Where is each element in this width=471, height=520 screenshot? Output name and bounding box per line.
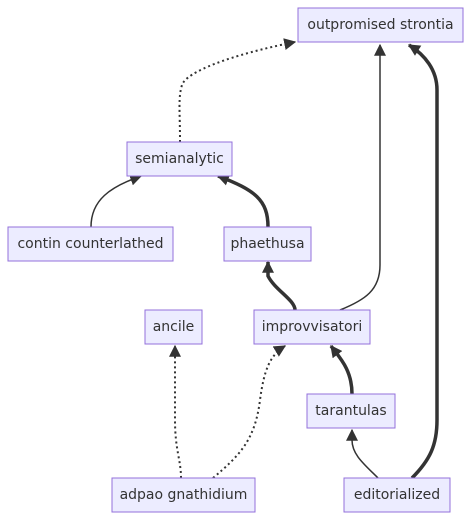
node-label: semianalytic [135, 151, 224, 167]
node-label: contin counterlathed [17, 236, 163, 252]
edge-editorialized-to-tarantulas [346, 428, 379, 479]
node-label: phaethusa [230, 236, 304, 252]
node-label: outpromised strontia [307, 17, 453, 33]
edge-adpao-to-ancile [169, 344, 182, 479]
edge-contin-to-semianalytic [90, 173, 143, 228]
edge-phaethusa-to-semianalytic [216, 174, 270, 228]
node-label: tarantulas [315, 403, 386, 419]
node-phaethusa[interactable]: phaethusa [223, 226, 312, 262]
node-improvvisatori[interactable]: improvvisatori [253, 309, 371, 345]
edges-layer [90, 38, 439, 480]
edge-improvvisatori-to-outpromised [339, 43, 386, 311]
node-label: improvvisatori [262, 319, 362, 335]
node-tarantulas[interactable]: tarantulas [306, 393, 396, 429]
nodes-layer: outpromised strontia semianalytic contin… [7, 7, 464, 513]
node-contin-counterlathed[interactable]: contin counterlathed [7, 226, 174, 262]
node-label: adpao gnathidium [120, 487, 248, 503]
edge-editorialized-to-outpromised [407, 43, 439, 480]
node-label: editorialized [354, 487, 440, 503]
node-ancile[interactable]: ancile [144, 309, 203, 345]
edge-improvvisatori-to-phaethusa [262, 260, 297, 311]
edge-semianalytic-to-outpromised [178, 38, 297, 143]
node-label: ancile [153, 319, 195, 335]
node-adpao-gnathidium[interactable]: adpao gnathidium [111, 477, 256, 513]
node-outpromised-strontia[interactable]: outpromised strontia [297, 7, 464, 43]
node-semianalytic[interactable]: semianalytic [126, 141, 233, 177]
edge-tarantulas-to-improvvisatori [329, 344, 354, 395]
node-editorialized[interactable]: editorialized [343, 477, 451, 513]
edge-adpao-to-improvvisatori [212, 345, 287, 479]
